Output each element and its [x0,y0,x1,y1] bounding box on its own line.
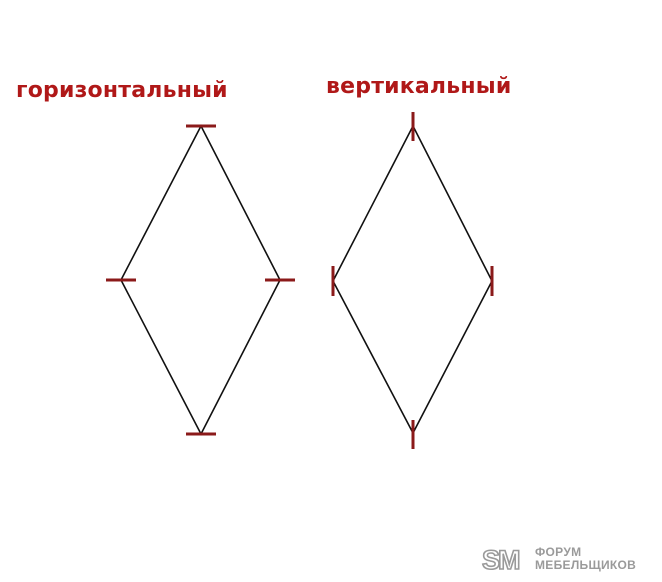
rhombus-horizontal [120,124,281,436]
markers-vertical [331,112,494,449]
watermark-line2: МЕБЕЛЬЩИКОВ [535,558,637,572]
sm-logo-icon: SM [481,545,522,573]
sm-logo-letters: SM [482,545,519,573]
forum-watermark: SM ФОРУМ МЕБЕЛЬЩИКОВ [481,545,651,575]
rhombus-vertical-outline [332,124,493,435]
rhombus-vertical [332,124,493,435]
label-vertical: вертикальный [326,74,512,99]
watermark-text: ФОРУМ МЕБЕЛЬЩИКОВ [535,546,636,572]
watermark-line1: ФОРУМ [535,545,582,559]
rhombus-horizontal-outline [120,124,281,436]
markers-horizontal [106,124,295,436]
label-horizontal: горизонтальный [16,78,228,103]
